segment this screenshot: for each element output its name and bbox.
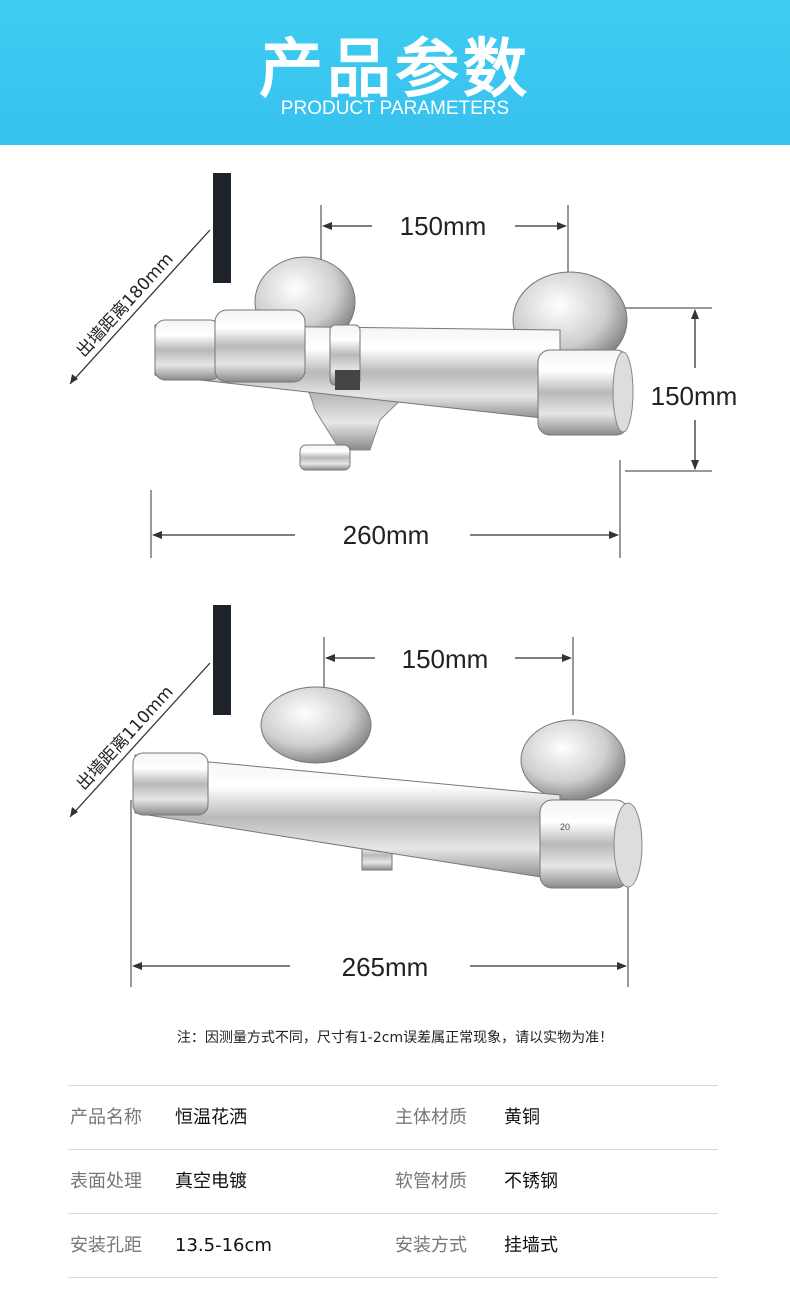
- table-row: 产品名称 恒温花洒 主体材质 黄铜: [68, 1086, 718, 1150]
- param-label: 产品名称: [70, 1107, 142, 1128]
- param-value: 13.5-16cm: [175, 1235, 272, 1256]
- param-value: 黄铜: [504, 1107, 540, 1128]
- param-label: 表面处理: [70, 1171, 142, 1192]
- wall-distance-arrow: [69, 662, 211, 818]
- param-value: 真空电镀: [175, 1171, 247, 1192]
- wall-marker: [213, 173, 231, 283]
- table-row: 表面处理 真空电镀 软管材质 不锈钢: [68, 1150, 718, 1214]
- faucet-image-2: 20: [132, 686, 643, 889]
- dim-bottom-width: 260mm: [343, 520, 430, 550]
- dim-top-width: 150mm: [400, 211, 487, 241]
- param-label: 软管材质: [395, 1171, 467, 1192]
- param-label: 安装孔距: [70, 1235, 142, 1256]
- param-value: 不锈钢: [504, 1171, 558, 1192]
- wall-distance-arrow: [69, 229, 211, 385]
- faucet-diagram-2: 出墙距离110mm 150mm 265mm 20: [69, 605, 643, 987]
- faucet-diagram-1: 出墙距离180mm 150mm 150mm 260mm: [69, 173, 738, 558]
- dim-top-width: 150mm: [402, 644, 489, 674]
- wall-marker: [213, 605, 231, 715]
- header-banner: 产品参数 PRODUCT PARAMETERS: [0, 0, 790, 145]
- table-row: 安装孔距 13.5-16cm 安装方式 挂墙式: [68, 1214, 718, 1278]
- param-value: 恒温花洒: [175, 1107, 247, 1128]
- dim-bottom-width: 265mm: [342, 952, 429, 982]
- dial-mark: 20: [560, 822, 570, 832]
- dim-height: 150mm: [651, 381, 738, 411]
- params-table: 产品名称 恒温花洒 主体材质 黄铜 表面处理 真空电镀 软管材质 不锈钢 安装孔…: [68, 1085, 718, 1278]
- faucet-image-1: [154, 256, 634, 471]
- page-title: 产品参数: [259, 33, 531, 107]
- measurement-note: 注：因测量方式不同，尺寸有1-2cm误差属正常现象，请以实物为准！: [176, 1030, 614, 1046]
- param-label: 主体材质: [395, 1107, 467, 1128]
- param-value: 挂墙式: [504, 1235, 558, 1256]
- param-label: 安装方式: [395, 1235, 467, 1256]
- page-subtitle: PRODUCT PARAMETERS: [280, 98, 510, 119]
